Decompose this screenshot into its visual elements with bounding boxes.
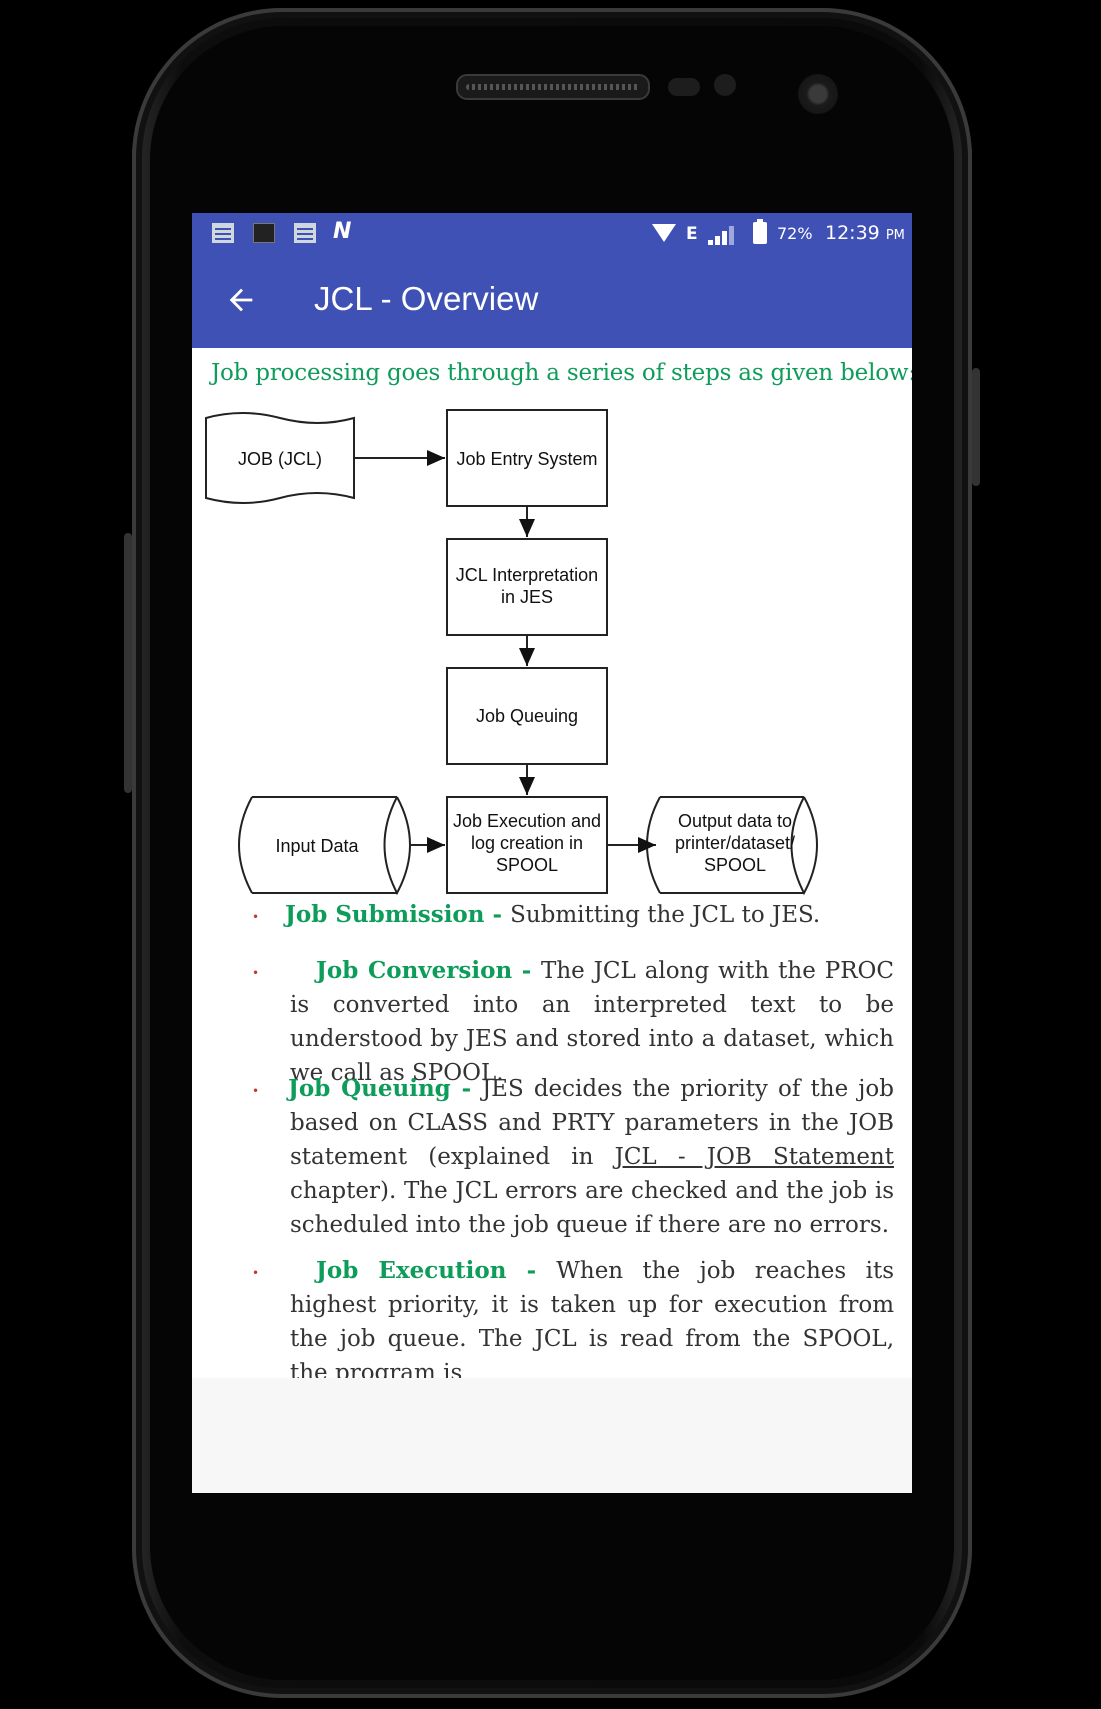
term-job-submission: Job Submission - bbox=[285, 901, 511, 928]
article-content[interactable]: Job processing goes through a series of … bbox=[192, 348, 912, 1378]
desc-job-submission: Submitting the JCL to JES. bbox=[510, 902, 821, 928]
clock: 12:39 PM bbox=[825, 222, 905, 244]
page-title: JCL - Overview bbox=[314, 280, 539, 317]
desc-job-conversion: The JCL along with the PROC is converted… bbox=[290, 958, 894, 1086]
list-item-job-execution: Job Execution - When the job reaches its… bbox=[290, 1254, 894, 1378]
output-data-label-2: printer/dataset/ bbox=[675, 833, 795, 853]
status-bar: N E 72% 12:39 PM bbox=[192, 213, 912, 254]
app-bar: JCL - Overview bbox=[192, 254, 912, 348]
front-camera bbox=[798, 74, 838, 114]
desc-job-queuing-b: chapter). The JCL errors are checked and… bbox=[290, 1178, 894, 1238]
earpiece-speaker bbox=[456, 74, 650, 100]
list-item-job-conversion: Job Conversion - The JCL along with the … bbox=[290, 954, 894, 1090]
output-data-cylinder bbox=[646, 796, 818, 896]
desc-job-execution: When the job reaches its highest priorit… bbox=[290, 1258, 894, 1378]
job-jcl-label: JOB (JCL) bbox=[238, 449, 322, 469]
term-job-conversion: Job Conversion - bbox=[316, 957, 541, 984]
notification-camera-icon bbox=[253, 223, 275, 243]
bullet-dot: • bbox=[252, 1266, 260, 1280]
intro-text: Job processing goes through a series of … bbox=[211, 360, 912, 386]
list-item-job-submission: Job Submission - Submitting the JCL to J… bbox=[285, 898, 889, 932]
wifi-icon bbox=[652, 224, 676, 242]
network-type: E bbox=[686, 224, 698, 244]
arrow-left-icon[interactable] bbox=[224, 283, 258, 317]
job-jcl-shape bbox=[205, 412, 355, 504]
output-data-label-1: Output data to bbox=[678, 811, 792, 831]
bullet-dot: • bbox=[252, 910, 260, 924]
bullet-dot: • bbox=[252, 966, 260, 980]
jcl-interpretation-label-2: in JES bbox=[501, 587, 553, 607]
term-job-queuing: Job Queuing - bbox=[288, 1075, 482, 1102]
blank-footer-area bbox=[192, 1378, 912, 1493]
job-queuing-label: Job Queuing bbox=[476, 706, 578, 726]
job-execution-label-3: SPOOL bbox=[496, 855, 558, 875]
light-sensor bbox=[714, 74, 736, 96]
battery-percentage: 72% bbox=[777, 224, 813, 243]
job-entry-system-label: Job Entry System bbox=[456, 449, 597, 469]
jcl-job-statement-link[interactable]: JCL - JOB Statement bbox=[614, 1144, 894, 1170]
term-job-execution: Job Execution - bbox=[316, 1257, 557, 1284]
input-data-cylinder bbox=[238, 796, 411, 896]
notification-image-icon bbox=[294, 223, 316, 243]
list-item-job-queuing: Job Queuing - JES decides the priority o… bbox=[288, 1072, 894, 1242]
proximity-sensor bbox=[668, 78, 700, 96]
input-data-label: Input Data bbox=[275, 836, 359, 856]
screen: N E 72% 12:39 PM JCL - Overview Job proc… bbox=[192, 213, 912, 1493]
volume-button bbox=[124, 533, 132, 793]
output-data-label-3: SPOOL bbox=[704, 855, 766, 875]
n-app-icon: N bbox=[333, 219, 352, 244]
job-execution-label-2: log creation in bbox=[471, 833, 583, 853]
clock-ampm: PM bbox=[885, 228, 905, 243]
clock-time: 12:39 bbox=[825, 222, 880, 244]
battery-charging-icon bbox=[753, 219, 767, 244]
desc-job-queuing-a: JES decides the priority of the job base… bbox=[290, 1076, 894, 1170]
bullet-dot: • bbox=[252, 1084, 260, 1098]
job-execution-label-1: Job Execution and bbox=[453, 811, 601, 831]
notification-image-icon bbox=[212, 223, 234, 243]
power-button bbox=[972, 368, 980, 486]
jcl-interpretation-label-1: JCL Interpretation bbox=[456, 565, 598, 585]
job-processing-flow-diagram: JOB (JCL) Job Entry System JCL Interpret… bbox=[205, 409, 818, 896]
